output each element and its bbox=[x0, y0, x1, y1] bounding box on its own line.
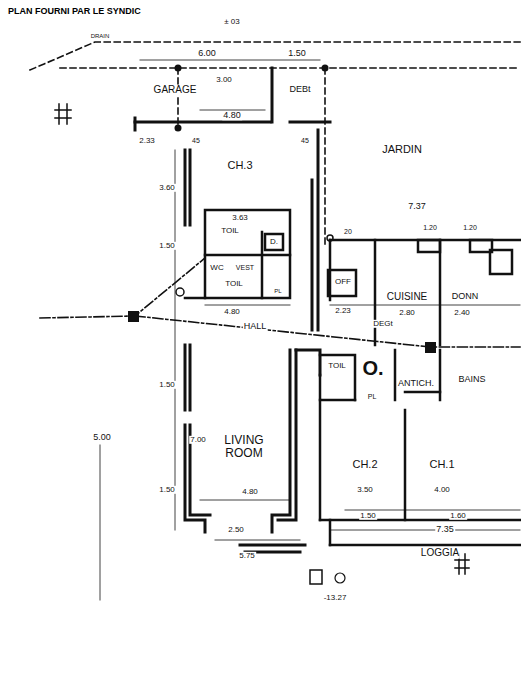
dimension-label: ± 03 bbox=[223, 18, 241, 26]
dimension-label: 2.80 bbox=[398, 309, 416, 317]
dimension-label: 4.00 bbox=[433, 486, 451, 494]
dimension-label: 5.75 bbox=[238, 552, 256, 560]
dimension-label: 45 bbox=[191, 137, 201, 144]
plan-note: O. bbox=[361, 358, 384, 379]
dimension-label: 1.50 bbox=[287, 49, 307, 58]
dimension-label: 1.20 bbox=[422, 224, 438, 231]
dimension-label: 3.60 bbox=[158, 184, 176, 192]
dimension-label: 1.60 bbox=[449, 512, 467, 520]
dimension-label: 2.50 bbox=[227, 526, 245, 534]
dimension-label: 1.50 bbox=[158, 381, 176, 389]
dimension-label: 45 bbox=[300, 137, 310, 144]
room-label: LOGGIA bbox=[420, 548, 460, 559]
dimension-label: 4.80 bbox=[222, 111, 242, 120]
plan-note: DRAIN bbox=[90, 33, 111, 39]
dimension-label: 7.37 bbox=[407, 202, 427, 211]
room-label: CH.3 bbox=[226, 160, 253, 172]
dimension-label: 1.50 bbox=[359, 512, 377, 520]
room-label: GARAGE bbox=[153, 85, 198, 96]
dimension-label: 4.80 bbox=[223, 308, 241, 316]
room-label: ANTICH. bbox=[397, 379, 435, 388]
room-label: JARDIN bbox=[381, 144, 423, 156]
room-label: D. bbox=[269, 238, 279, 246]
room-label: DONN bbox=[451, 292, 480, 301]
room-label: TOIL bbox=[220, 227, 240, 235]
dimension-label: 1.20 bbox=[462, 224, 478, 231]
room-label: VEST bbox=[235, 264, 255, 271]
dimension-label: 3.63 bbox=[231, 214, 249, 222]
room-label: WC bbox=[209, 264, 224, 272]
dimension-label: 2.33 bbox=[138, 137, 156, 145]
dimension-label: 1.50 bbox=[158, 242, 176, 250]
dimension-label: 7.35 bbox=[435, 525, 455, 534]
room-label: OFF bbox=[334, 278, 352, 286]
room-label: DEBt bbox=[288, 85, 311, 94]
dimension-label: 20 bbox=[343, 228, 353, 235]
room-label: CH.1 bbox=[428, 459, 455, 471]
plan-title: PLAN FOURNI PAR LE SYNDIC bbox=[8, 6, 141, 16]
room-label: HALL bbox=[243, 322, 268, 331]
dimension-label: 5.00 bbox=[92, 433, 112, 442]
dimension-label: 7.00 bbox=[189, 436, 207, 444]
dimension-label: 3.50 bbox=[356, 486, 374, 494]
dimension-label: 2.40 bbox=[453, 309, 471, 317]
room-label: TOIL bbox=[224, 280, 244, 288]
room-label: CH.2 bbox=[351, 459, 378, 471]
dimension-label: 1.50 bbox=[158, 486, 176, 494]
room-label: PL bbox=[273, 288, 282, 294]
room-label: BAINS bbox=[457, 375, 486, 384]
dimension-label: 2.23 bbox=[334, 307, 352, 315]
dimension-label: 4.80 bbox=[241, 488, 259, 496]
room-label: PL bbox=[367, 393, 378, 400]
room-label: CUISINE bbox=[386, 292, 429, 303]
dimension-label: 6.00 bbox=[197, 49, 217, 58]
room-label: LIVING ROOM bbox=[213, 434, 275, 459]
room-label: DEGt bbox=[372, 320, 394, 328]
dimension-label: -13.27 bbox=[323, 594, 348, 602]
room-label: TOIL bbox=[327, 362, 347, 370]
dimension-label: 3.00 bbox=[215, 76, 233, 84]
